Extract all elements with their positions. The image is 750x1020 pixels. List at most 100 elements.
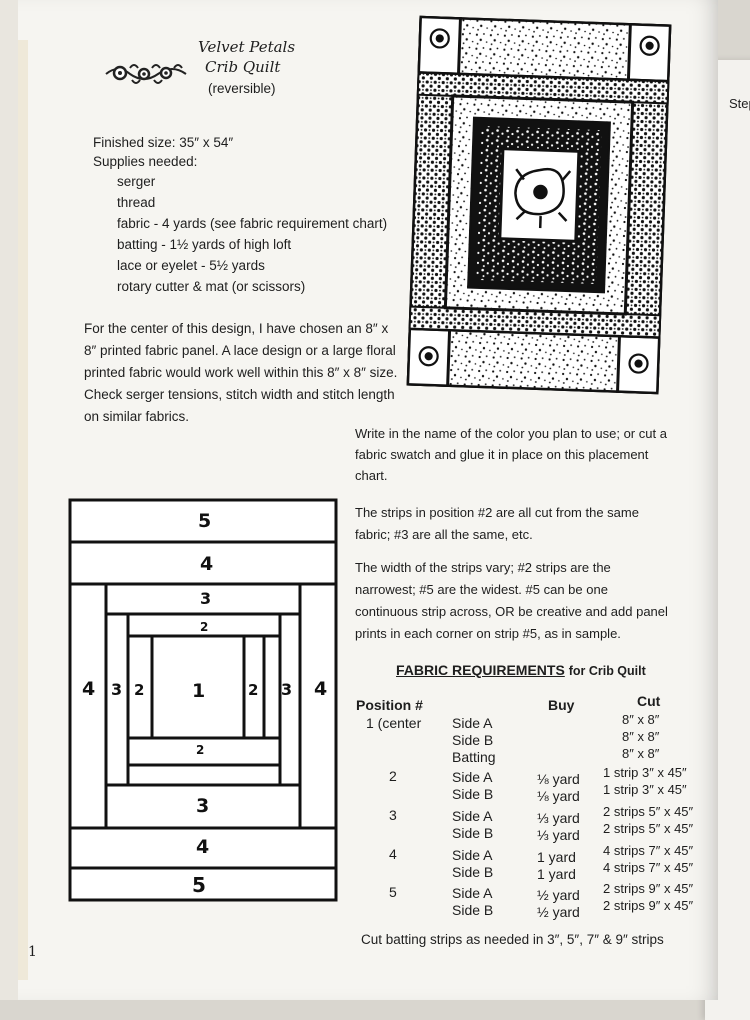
- req-buy: ⅓ yard: [537, 827, 580, 843]
- tension-line: Check serger tensions, stitch width and …: [84, 387, 395, 402]
- requirements-title-suffix: for Crib Quilt: [568, 664, 646, 678]
- req-buy: ⅛ yard: [537, 788, 580, 804]
- req-side: Side B: [452, 732, 494, 748]
- chart-strip-top-3: [104, 582, 302, 616]
- color-line: fabric swatch and glue it in place on th…: [355, 447, 649, 462]
- width-line: The width of the strips vary; #2 strips …: [355, 560, 611, 575]
- chart-strip-bottom-5: [68, 866, 338, 902]
- chart-label: 3: [281, 680, 293, 699]
- tension-line: on similar fabrics.: [84, 409, 190, 424]
- req-buy: ½ yard: [537, 887, 580, 903]
- req-cut: 4 strips 7″ x 45″: [603, 843, 694, 858]
- width-paragraph: The width of the strips vary; #2 strips …: [355, 557, 668, 645]
- supplies-heading: Supplies needed:: [93, 154, 198, 169]
- chart-strip-bottom-3: [104, 783, 302, 830]
- req-buy: ⅛ yard: [537, 771, 580, 787]
- chart-label: 5: [192, 873, 206, 897]
- finished-size: Finished size: 35″ x 54″: [93, 135, 234, 150]
- title-line-1: Velvet Petals: [198, 38, 296, 56]
- req-cut: 2 strips 9″ x 45″: [603, 898, 694, 913]
- chart-label: 4: [196, 836, 210, 858]
- intro-paragraph: For the center of this design, I have ch…: [84, 318, 397, 384]
- req-cut: 2 strips 9″ x 45″: [603, 881, 694, 896]
- chart-center-1: [150, 634, 246, 740]
- req-side: Side A: [452, 715, 493, 731]
- intro-line: 8″ printed fabric panel. A lace design o…: [84, 343, 396, 358]
- batting-footer-note: Cut batting strips as needed in 3″, 5″, …: [361, 932, 664, 947]
- page-number: 1: [28, 944, 37, 960]
- chart-label: 2: [200, 620, 209, 634]
- chart-label: 4: [200, 553, 214, 575]
- chart-label: 2: [248, 681, 259, 699]
- req-side: Side B: [452, 902, 494, 918]
- position-4: 4: [389, 846, 397, 862]
- page-spine-edge: [18, 40, 28, 980]
- req-cut: 1 strip 3″ x 45″: [603, 782, 687, 797]
- req-side: Side B: [452, 825, 494, 841]
- chart-label: 2: [196, 743, 205, 757]
- color-line: Write in the name of the color you plan …: [355, 426, 667, 441]
- supply-item: lace or eyelet - 5½ yards: [117, 258, 265, 273]
- col-position-header: Position #: [356, 697, 423, 713]
- req-cut: 8″ x 8″: [622, 712, 660, 727]
- req-buy: 1 yard: [537, 866, 576, 882]
- supply-item: fabric - 4 yards (see fabric requirement…: [117, 216, 388, 231]
- chart-strip-left-2: [126, 634, 154, 740]
- req-side: Side A: [452, 769, 493, 785]
- chart-label: 2: [134, 681, 145, 699]
- tension-paragraph: Check serger tensions, stitch width and …: [84, 384, 395, 428]
- width-line: narrowest; #5 are the widest. #5 can be …: [355, 582, 608, 597]
- quilt-sample-illustration: [406, 15, 672, 395]
- req-side: Side B: [452, 864, 494, 880]
- strips-line: fabric; #3 are all the same, etc.: [355, 527, 533, 542]
- chart-label: 4: [314, 678, 328, 700]
- strips-line: The strips in position #2 are all cut fr…: [355, 505, 639, 520]
- supply-item: batting - 1½ yards of high loft: [117, 237, 292, 252]
- col-buy-header: Buy: [548, 697, 575, 713]
- requirements-heading: FABRIC REQUIREMENTS for Crib Quilt: [396, 662, 646, 678]
- chart-strip-top-4: [68, 540, 338, 586]
- supply-item: thread: [117, 195, 156, 210]
- color-line: chart.: [355, 468, 388, 483]
- intro-line: printed fabric would work well within th…: [84, 365, 398, 380]
- chart-strip-right-3: [278, 612, 302, 787]
- color-paragraph: Write in the name of the color you plan …: [355, 423, 667, 486]
- chart-label: 3: [196, 795, 210, 817]
- req-cut: 1 strip 3″ x 45″: [603, 765, 687, 780]
- width-line: prints in each corner on strip #5, as in…: [355, 626, 621, 641]
- req-side: Batting: [452, 749, 496, 765]
- req-side: Side B: [452, 786, 494, 802]
- position-1: 1 (center: [366, 715, 422, 731]
- req-side: Side A: [452, 885, 493, 901]
- supply-item: serger: [117, 174, 156, 189]
- req-cut: 8″ x 8″: [622, 746, 660, 761]
- position-5: 5: [389, 884, 397, 900]
- chart-label: 3: [111, 680, 123, 699]
- req-cut: 8″ x 8″: [622, 729, 660, 744]
- placement-chart-labels: 5 4 3 2 4 3 2 1 2 3 4 2 3 4 5: [68, 498, 344, 908]
- chart-label: 4: [82, 678, 96, 700]
- position-3: 3: [389, 807, 397, 823]
- intro-line: For the center of this design, I have ch…: [84, 321, 389, 336]
- title-line-2: Crib Quilt: [205, 58, 281, 76]
- col-cut-header: Cut: [637, 693, 661, 709]
- requirements-title: FABRIC REQUIREMENTS: [396, 662, 565, 678]
- supply-item: rotary cutter & mat (or scissors): [117, 279, 306, 294]
- req-buy: ½ yard: [537, 904, 580, 920]
- center-floral-icon: [514, 167, 572, 229]
- req-cut: 2 strips 5″ x 45″: [603, 804, 694, 819]
- next-page-fragment: Step: [729, 96, 750, 111]
- chart-strip-bottom-4: [68, 826, 338, 870]
- chart-strip-top-5: [68, 498, 338, 544]
- req-cut: 4 strips 7″ x 45″: [603, 860, 694, 875]
- flower-corner-icon: [418, 28, 660, 374]
- req-buy: 1 yard: [537, 849, 576, 865]
- title-subtitle: (reversible): [208, 81, 276, 96]
- chart-label: 5: [198, 510, 212, 532]
- req-buy: ⅓ yard: [537, 810, 580, 826]
- req-cut: 2 strips 5″ x 45″: [603, 821, 694, 836]
- placement-chart: [68, 498, 338, 902]
- strips-paragraph: The strips in position #2 are all cut fr…: [355, 502, 639, 546]
- position-2: 2: [389, 768, 397, 784]
- chart-label: 1: [192, 680, 206, 702]
